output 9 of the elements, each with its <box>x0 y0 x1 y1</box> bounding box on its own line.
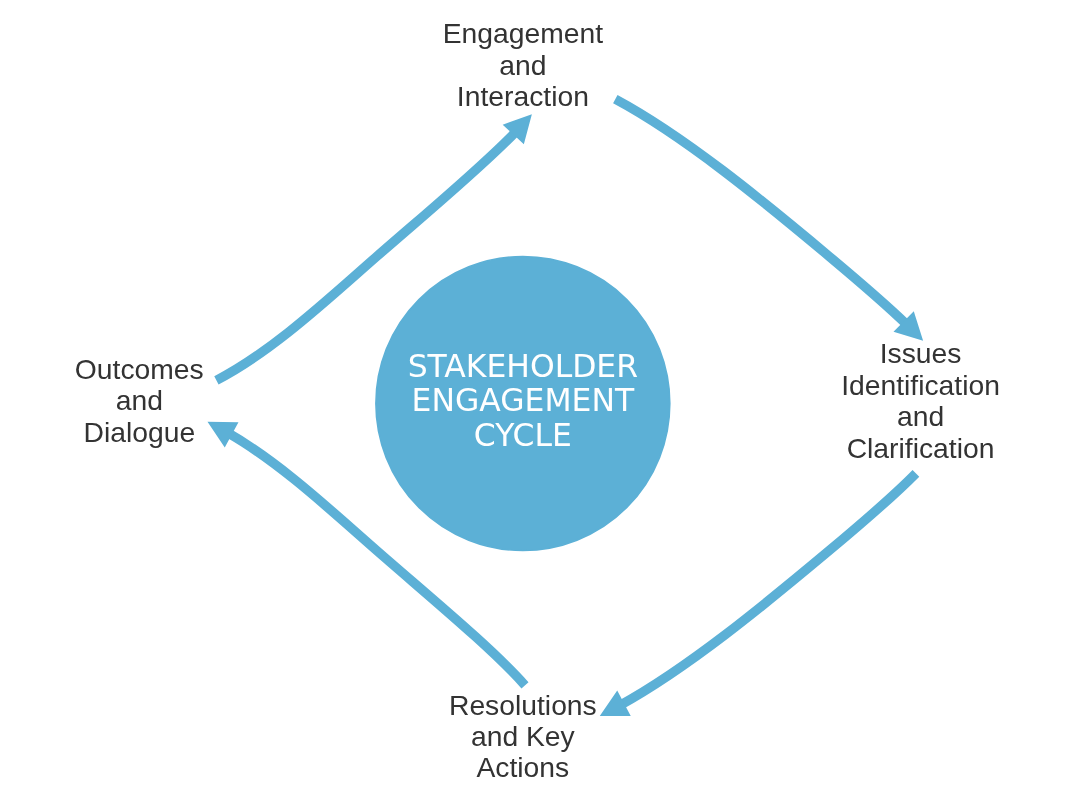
arrow <box>207 421 528 689</box>
arrow <box>599 470 919 717</box>
arrow <box>213 114 532 385</box>
node-text: Issues Identification and Clarification <box>840 337 1000 464</box>
node-text: Engagement and Interaction <box>442 17 603 113</box>
node-text: Outcomes and Dialogue <box>74 352 204 448</box>
node-circle: STAKEHOLDER ENGAGEMENT CYCLE <box>374 255 671 552</box>
arrow <box>612 95 923 341</box>
node-text: Resolutions and Key Actions <box>448 688 597 784</box>
